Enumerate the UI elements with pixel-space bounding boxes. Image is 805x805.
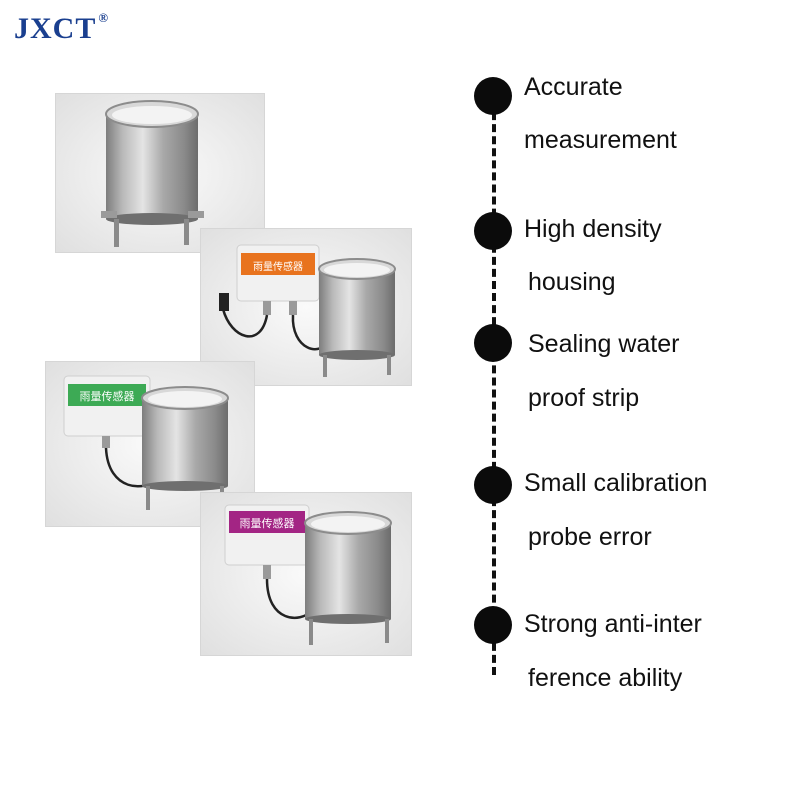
- rain-gauge-cylinder: [318, 258, 396, 377]
- feature-3-line2: proof strip: [528, 384, 640, 412]
- product-label-orange: 雨量传感器: [253, 260, 303, 273]
- feature-bullet-icon: [474, 212, 512, 250]
- feature-4-line2: probe error: [528, 523, 652, 551]
- feature-bullet-icon: [474, 77, 512, 115]
- feature-5-line2: ference ability: [528, 664, 683, 692]
- rain-gauge-cylinder: [304, 511, 392, 645]
- brand-name: JXCT: [14, 12, 97, 45]
- feature-5-line1: Strong anti-inter: [524, 610, 702, 638]
- rain-gauge-cylinder: [101, 100, 204, 247]
- rain-gauge-cylinder: [141, 386, 229, 510]
- feature-2-line1: High density: [524, 215, 662, 243]
- feature-3-line1: Sealing water: [528, 330, 680, 358]
- feature-2-line2: housing: [528, 268, 616, 296]
- product-photo-gauge: [55, 93, 265, 253]
- feature-timeline-line: [492, 100, 496, 675]
- feature-4-line1: Small calibration: [524, 469, 708, 497]
- product-label-green: 雨量传感器: [80, 390, 135, 403]
- feature-bullet-icon: [474, 324, 512, 362]
- feature-1-line2: measurement: [524, 126, 677, 154]
- feature-bullet-icon: [474, 606, 512, 644]
- feature-1-line1: Accurate: [524, 73, 623, 101]
- transmitter-box: 雨量传感器: [219, 244, 331, 351]
- product-photo-purple: 雨量传感器: [200, 492, 412, 656]
- product-photo-orange: 雨量传感器: [200, 228, 412, 386]
- feature-bullet-icon: [474, 466, 512, 504]
- registered-mark: ®: [98, 10, 110, 25]
- brand-logo: JXCT®: [14, 10, 110, 46]
- product-label-purple: 雨量传感器: [240, 517, 295, 530]
